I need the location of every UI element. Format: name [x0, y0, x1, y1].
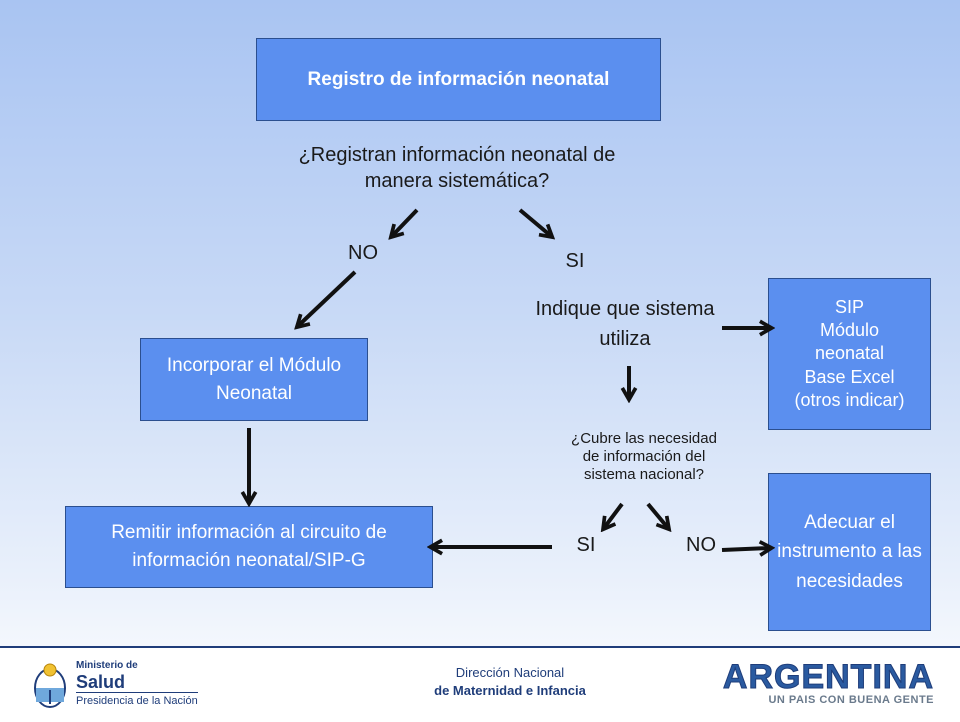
- arrow-no-to-adecuar: [721, 548, 770, 550]
- question-2-line-1: ¿Cubre las necesidad: [571, 430, 717, 447]
- sip-line-1: SIP: [834, 296, 864, 317]
- question-2-line-3: sistema nacional?: [583, 466, 705, 483]
- label-si-1: SI: [565, 250, 585, 272]
- label-no-2: NO: [686, 534, 716, 556]
- indique-text: Indique que sistema utiliza: [535, 298, 715, 350]
- adecuar-text: Adecuar el instrumento a las necesidades: [777, 511, 922, 592]
- title-text: Registro de información neonatal: [307, 68, 610, 90]
- argentina-logo: ARGENTINA UN PAIS CON BUENA GENTE: [722, 658, 934, 707]
- presidencia-text: Presidencia de la Nación: [76, 692, 198, 708]
- incorporar-text: Incorporar el Módulo Neonatal: [166, 354, 342, 404]
- question-1: ¿Registran información neonatal de maner…: [298, 144, 616, 192]
- sip-line-5: (otros indicar): [794, 390, 905, 411]
- ministerio-big: Salud: [76, 671, 126, 692]
- sip-line-2: Módulo: [819, 319, 880, 340]
- label-no-1: NO: [348, 242, 378, 264]
- remitir-text: Remitir información al circuito de infor…: [111, 521, 387, 572]
- question-2-line-2: de información del: [582, 448, 706, 465]
- arrow-q2-to-si: [604, 502, 624, 528]
- label-si-2: SI: [576, 534, 596, 556]
- direccion-line-1: Dirección Nacional: [455, 665, 565, 680]
- slide-canvas: Registro de información neonatal ¿Regist…: [0, 38, 960, 646]
- remitir-box: Remitir información al circuito de infor…: [65, 506, 433, 588]
- ministry-logo: Ministerio de Salud Presidencia de la Na…: [30, 658, 230, 714]
- arrow-q2-to-no: [646, 502, 668, 528]
- argentina-wordmark: ARGENTINA: [722, 658, 934, 696]
- footer: Ministerio de Salud Presidencia de la Na…: [0, 646, 960, 722]
- arrow-q1-to-no: [392, 208, 419, 236]
- sip-box: SIP Módulo neonatal Base Excel (otros in…: [768, 278, 931, 430]
- direccion-line-2: de Maternidad e Infancia: [434, 682, 586, 698]
- sip-line-3: neonatal: [814, 343, 885, 364]
- flow-arrows: [0, 208, 960, 646]
- argentina-tagline: UN PAIS CON BUENA GENTE: [768, 694, 934, 706]
- arrow-no-to-incorporar: [298, 270, 357, 326]
- adecuar-box: Adecuar el instrumento a las necesidades: [768, 473, 931, 631]
- sip-line-4: Base Excel: [804, 366, 895, 387]
- direccion-nacional: Dirección Nacional de Maternidad e Infan…: [380, 664, 640, 699]
- question-2: ¿Cubre las necesidad de información del …: [530, 430, 758, 484]
- incorporar-box: Incorporar el Módulo Neonatal: [140, 338, 368, 421]
- coat-of-arms-icon: [34, 663, 66, 708]
- ministerio-small: Ministerio de: [76, 660, 138, 671]
- arrow-q1-to-si: [518, 208, 551, 236]
- title-box: Registro de información neonatal: [256, 38, 661, 121]
